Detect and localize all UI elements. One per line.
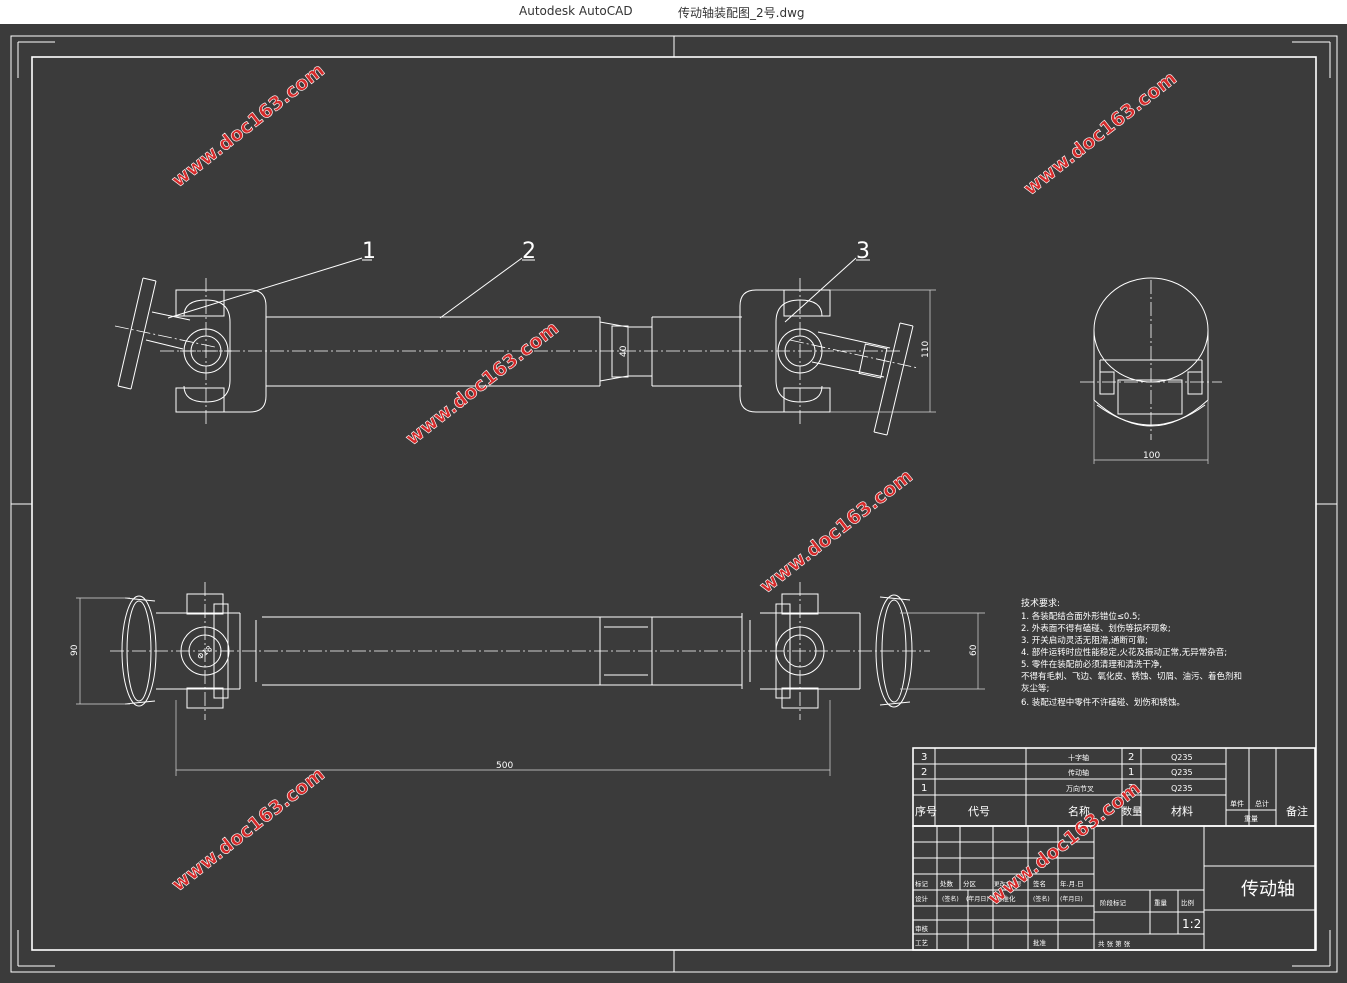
side-view: [1080, 277, 1222, 464]
title-block-labels: 标记 处数 分区 更改文件号 签名 年.月.日 设计 (签名) (年月日) 标准…: [915, 879, 1295, 948]
bom-seq: 2: [921, 767, 927, 778]
watermark-text: www.doc163.com: [168, 59, 329, 192]
tb-mark: 标记: [915, 879, 929, 888]
tech-line: 3. 开关启动灵活无阻滞,通断可靠;: [1021, 635, 1148, 646]
tb-date: 年.月.日: [1060, 879, 1084, 888]
drawing-canvas[interactable]: 1 2 3 40 110 100: [0, 24, 1347, 983]
bom-material: Q235: [1171, 784, 1193, 793]
tb-date3: (年月日): [1060, 895, 1083, 903]
tb-date2: (年月日): [966, 895, 989, 903]
bom-qty: 2: [1128, 752, 1134, 763]
bom-header-material: 材料: [1171, 804, 1193, 818]
dim-flange-right: 60: [969, 644, 979, 656]
tb-count: 处数: [940, 879, 954, 888]
tech-line: 4. 部件运转时应性能稳定,火花及振动正常,无异常杂音;: [1021, 647, 1227, 658]
bom-rows: 3 十字轴 2 Q235 2 传动轴 1 Q235 1 万向节叉 2 Q235 …: [915, 752, 1308, 823]
watermarks: www.doc163.com www.doc163.com www.doc163…: [167, 59, 1181, 910]
tech-line: 灰尘等;: [1021, 683, 1049, 694]
tech-line: 1. 各装配结合面外形错位≤0.5;: [1021, 611, 1140, 622]
dim-flange-left: 90: [70, 644, 80, 656]
bom-qty: 1: [1128, 767, 1134, 778]
bom-material: Q235: [1171, 768, 1193, 777]
tech-line: 不得有毛刺、飞边、氧化皮、锈蚀、切屑、油污、着色剂和: [1021, 671, 1242, 682]
tech-title: 技术要求:: [1021, 597, 1060, 609]
tech-line: 6. 装配过程中零件不许磕碰、划伤和锈蚀。: [1021, 697, 1185, 708]
tb-ratio: 比例: [1181, 898, 1194, 907]
bom-qty: 2: [1128, 783, 1134, 794]
tb-process: 工艺: [915, 939, 929, 947]
dim-overall-length: 500: [496, 761, 513, 771]
bom-header-code: 代号: [968, 805, 990, 818]
bom-header-total: 总计: [1255, 799, 1269, 808]
drawing-frame: [10, 35, 1338, 973]
watermark-text: www.doc163.com: [168, 763, 329, 896]
bom-table: [912, 747, 1316, 827]
top-view: [76, 582, 985, 776]
bom-material: Q235: [1171, 753, 1193, 762]
tech-requirements: 技术要求: 1. 各装配结合面外形错位≤0.5; 2. 外表面不得有磕碰、划伤等…: [1021, 597, 1242, 708]
balloon-2: 2: [522, 239, 536, 264]
bom-seq: 3: [921, 752, 927, 763]
bom-header-qty: 数量: [1122, 805, 1142, 818]
file-title: 传动轴装配图_2号.dwg: [678, 6, 805, 20]
tb-weight: 重量: [1154, 899, 1168, 907]
title-block: [912, 825, 1316, 951]
dim-side-width: 100: [1143, 451, 1160, 461]
tb-design: 设计: [915, 894, 929, 903]
tb-stage: 阶段标记: [1100, 898, 1127, 907]
bom-header-seq: 序号: [915, 804, 937, 818]
tb-scale: 1:2: [1182, 917, 1201, 931]
watermark-text: www.doc163.com: [756, 465, 917, 598]
bom-name: 十字轴: [1068, 753, 1089, 762]
window-titlebar: Autodesk AutoCAD 传动轴装配图_2号.dwg: [0, 0, 1347, 24]
bom-header-weight: 重量: [1244, 815, 1258, 823]
tb-sign: 签名: [1033, 879, 1046, 888]
drawing-svg[interactable]: 1 2 3 40 110 100: [0, 24, 1347, 983]
tb-sheets: 共 张 第 张: [1098, 939, 1131, 948]
tb-sign3: (签名): [1033, 895, 1050, 903]
tb-doc-no: 更改文件号: [994, 880, 1022, 888]
dim-shaft-dia: 40: [619, 345, 629, 357]
bom-seq: 1: [921, 783, 927, 794]
balloon-3: 3: [856, 239, 870, 264]
tech-line: 2. 外表面不得有磕碰、划伤等损坏现象;: [1021, 623, 1171, 634]
bom-header-single: 单件: [1230, 799, 1244, 808]
app-title: Autodesk AutoCAD: [519, 4, 633, 18]
balloon-labels: 1 2 3: [362, 239, 870, 264]
part-name: 传动轴: [1241, 879, 1295, 900]
tb-std: 标准化: [996, 894, 1016, 903]
tech-line: 5. 零件在装配前必须清理和清洗干净,: [1021, 659, 1162, 670]
tb-zone: 分区: [963, 879, 977, 888]
watermark-text: www.doc163.com: [1020, 67, 1181, 200]
bom-header-name: 名称: [1068, 804, 1090, 818]
bom-name: 传动轴: [1068, 768, 1089, 777]
front-view: [114, 257, 936, 436]
tb-sign2: (签名): [942, 895, 959, 903]
tb-approve: 批准: [1033, 938, 1047, 947]
bom-name: 万向节叉: [1066, 784, 1094, 793]
dim-height-front: 110: [921, 341, 931, 358]
bom-header-remark: 备注: [1286, 804, 1308, 818]
tb-review: 审核: [915, 924, 929, 933]
watermark-text: www.doc163.com: [402, 317, 563, 450]
balloon-1: 1: [362, 239, 376, 264]
